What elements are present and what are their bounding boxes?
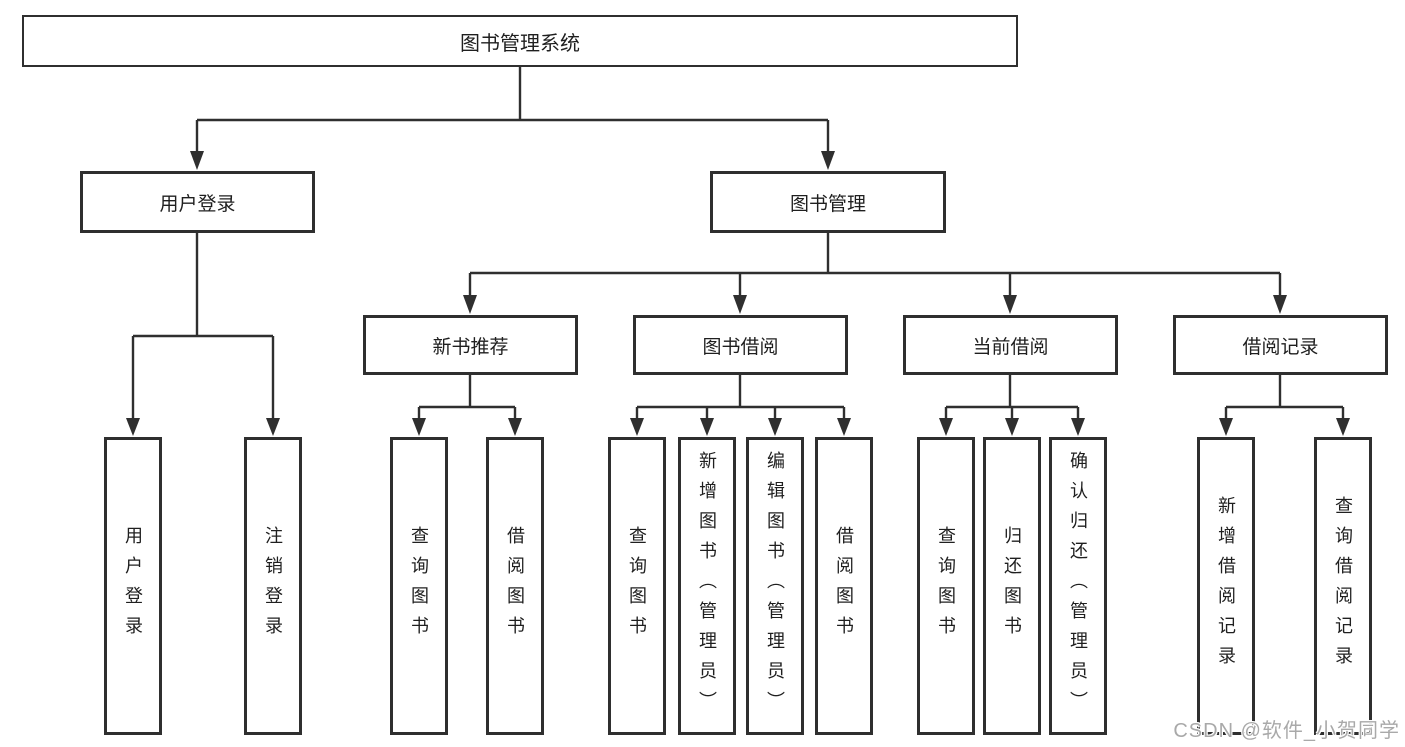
node-book-management: 图书管理: [710, 171, 946, 233]
leaf-borrow-books: 借阅图书: [815, 437, 873, 735]
node-user-login: 用户登录: [80, 171, 315, 233]
node-borrow-records: 借阅记录: [1173, 315, 1388, 375]
leaf-add-borrow-record: 新增借阅记录: [1197, 437, 1255, 735]
node-library-management-system: 图书管理系统: [22, 15, 1018, 67]
leaf-user-login: 用户登录: [104, 437, 162, 735]
leaf-edit-books-admin: 编辑图书（管理员）: [746, 437, 804, 735]
arrowheads: [126, 151, 1350, 436]
leaf-query-books-current: 查询图书: [917, 437, 975, 735]
leaf-logout-login: 注销登录: [244, 437, 302, 735]
node-new-book-recommend: 新书推荐: [363, 315, 578, 375]
leaf-query-books-recommend: 查询图书: [390, 437, 448, 735]
leaf-return-books: 归还图书: [983, 437, 1041, 735]
csdn-watermark: CSDN @软件_小贺同学: [1173, 720, 1400, 742]
leaf-confirm-return-admin: 确认归还（管理员）: [1049, 437, 1107, 735]
leaf-borrow-books-recommend: 借阅图书: [486, 437, 544, 735]
node-book-borrow: 图书借阅: [633, 315, 848, 375]
node-current-borrow: 当前借阅: [903, 315, 1118, 375]
leaf-query-books-borrow: 查询图书: [608, 437, 666, 735]
leaf-query-borrow-record: 查询借阅记录: [1314, 437, 1372, 735]
leaf-add-books-admin: 新增图书（管理员）: [678, 437, 736, 735]
